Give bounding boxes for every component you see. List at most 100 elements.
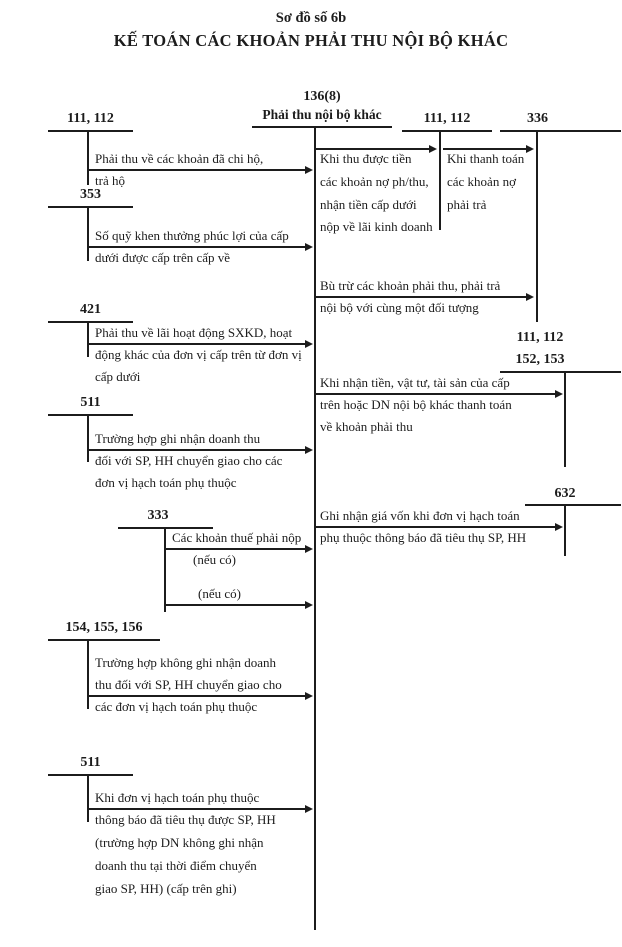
flow-khong-ghi-nhan-line1: Trường hợp không ghi nhận doanh	[95, 655, 277, 670]
account-136-topline	[252, 126, 392, 128]
flow-tieu-thu-line4: doanh thu tại thời điểm chuyển	[95, 858, 257, 873]
account-353-stem	[87, 206, 89, 261]
flow-bu-tru-line1: Bù trừ các khoản phải thu, phải trả	[320, 278, 501, 293]
flow-ghi-nhan-doanh-thu-line1: Trường hợp ghi nhận doanh thu	[95, 431, 261, 446]
account-111-112-right-stem	[439, 130, 441, 230]
flow-quy-khen-thuong-line2: dưới được cấp trên cấp về	[95, 250, 231, 265]
account-136-stem	[314, 126, 316, 930]
flow-khong-ghi-nhan-arrow	[88, 695, 306, 697]
account-333-label: 333	[147, 508, 169, 523]
flow-thu-tien-line1: Khi thu được tiền	[320, 151, 412, 166]
flow-bu-tru-arrow	[316, 296, 527, 298]
account-511a-label: 511	[80, 395, 101, 410]
flow-lai-sxkd-arrow	[88, 343, 306, 345]
flow-thue-phai-nop-line2: (nếu có)	[193, 552, 236, 567]
account-154-155-156-label: 154, 155, 156	[65, 620, 143, 635]
flow-tieu-thu-line2: thông báo đã tiêu thụ được SP, HH	[95, 812, 276, 827]
arrow-right-icon	[305, 692, 313, 700]
flow-lai-sxkd-line2: động khác của đơn vị cấp trên từ đơn vị	[95, 347, 302, 362]
flow-quy-khen-thuong-arrow	[88, 246, 306, 248]
flow-bu-tru-line2: nội bộ với cùng một đối tượng	[320, 300, 479, 315]
account-336-stem	[536, 130, 538, 322]
flow-tieu-thu-line1: Khi đơn vị hạch toán phụ thuộc	[95, 790, 260, 805]
flow-nhan-tien-arrow	[316, 393, 556, 395]
flow-ghi-nhan-doanh-thu-line3: đơn vị hạch toán phụ thuộc	[95, 475, 237, 490]
arrow-right-icon	[305, 601, 313, 609]
account-111-112-right-label: 111, 112	[423, 111, 471, 126]
flow-thanh-toan-line1: Khi thanh toán	[447, 151, 525, 166]
flow-khong-ghi-nhan-line2: thu đối với SP, HH chuyển giao cho	[95, 677, 282, 692]
flow-thue-phai-nop-arrow	[165, 548, 306, 550]
flow-gia-von-arrow	[316, 526, 556, 528]
arrow-right-icon	[305, 545, 313, 553]
flow-thanh-toan-arrow	[443, 148, 527, 150]
flow-thue-phai-nop2-line1: (nếu có)	[198, 586, 241, 601]
arrow-right-icon	[305, 243, 313, 251]
flow-lai-sxkd-line1: Phải thu về lãi hoạt động SXKD, hoạt	[95, 325, 293, 340]
account-154-155-156-stem	[87, 639, 89, 709]
account-421-stem	[87, 321, 89, 357]
arrow-right-icon	[305, 805, 313, 813]
flow-lai-sxkd-line3: cấp dưới	[95, 369, 141, 384]
account-421-topline	[48, 321, 133, 323]
flow-gia-von-line2: phụ thuộc thông báo đã tiêu thụ SP, HH	[320, 530, 527, 545]
flow-nhan-tien-line3: về khoản phải thu	[320, 419, 413, 434]
flow-tieu-thu-line5: giao SP, HH) (cấp trên ghi)	[95, 881, 237, 896]
account-511b-label: 511	[80, 755, 101, 770]
page-title: KẾ TOÁN CÁC KHOẢN PHẢI THU NỘI BỘ KHÁC	[113, 31, 509, 50]
flow-thanh-toan-line3: phải trả	[447, 197, 487, 212]
flow-nhan-tien-line1: Khi nhận tiền, vật tư, tài sản của cấp	[320, 375, 510, 390]
account-152-153-topline	[500, 371, 621, 373]
arrow-right-icon	[429, 145, 437, 153]
account-353-topline	[48, 206, 133, 208]
arrow-right-icon	[555, 523, 563, 531]
account-111-112-left-label: 111, 112	[67, 111, 114, 126]
arrow-right-icon	[305, 446, 313, 454]
account-632-topline	[525, 504, 621, 506]
doc-number: Sơ đồ số 6b	[275, 10, 347, 26]
flow-ghi-nhan-doanh-thu-line2: đối với SP, HH chuyển giao cho các	[95, 453, 283, 468]
flow-tieu-thu-arrow	[88, 808, 306, 810]
account-511b-stem	[87, 774, 89, 822]
account-632-stem	[564, 504, 566, 556]
arrow-right-icon	[305, 340, 313, 348]
flow-tieu-thu-line3: (trường hợp DN không ghi nhận	[95, 835, 264, 850]
account-333-stem	[164, 527, 166, 612]
account-136-code: 136(8)	[303, 89, 341, 104]
arrow-right-icon	[526, 145, 534, 153]
flow-khong-ghi-nhan-line3: các đơn vị hạch toán phụ thuộc	[95, 699, 258, 714]
arrow-right-icon	[555, 390, 563, 398]
flow-chi-ho-arrow	[88, 169, 306, 171]
account-511a-topline	[48, 414, 133, 416]
flow-chi-ho-line2: trả hộ	[95, 173, 125, 188]
flow-thu-tien-line3: nhận tiền cấp dưới	[320, 197, 417, 212]
flow-thue-phai-nop-line1: Các khoản thuế phải nộp	[172, 530, 302, 545]
flow-quy-khen-thuong-line1: Số quỹ khen thưởng phúc lợi của cấp	[95, 228, 289, 243]
flow-thanh-toan-line2: các khoản nợ	[447, 174, 516, 189]
account-511a-stem	[87, 414, 89, 462]
arrow-right-icon	[305, 166, 313, 174]
flow-gia-von-line1: Ghi nhận giá vốn khi đơn vị hạch toán	[320, 508, 520, 523]
flow-thu-tien-line2: các khoản nợ ph/thu,	[320, 174, 429, 189]
account-111-112-right2-label: 111, 112	[516, 330, 564, 345]
account-111-112-left-stem	[87, 130, 89, 185]
account-336-label: 336	[527, 111, 548, 126]
account-632-label: 632	[554, 486, 576, 501]
account-353-label: 353	[80, 187, 101, 202]
account-111-112-left-topline	[48, 130, 133, 132]
flow-nhan-tien-line2: trên hoặc DN nội bộ khác thanh toán	[320, 397, 512, 412]
flow-ghi-nhan-doanh-thu-arrow	[88, 449, 306, 451]
account-111-112-right-topline	[402, 130, 492, 132]
account-136-name: Phải thu nội bộ khác	[262, 107, 382, 122]
account-421-label: 421	[80, 302, 101, 317]
account-152-153-stem	[564, 371, 566, 467]
flow-thu-tien-line4: nộp về lãi kinh doanh	[320, 219, 433, 234]
flow-thue-phai-nop2-arrow	[165, 604, 306, 606]
flow-chi-ho-line1: Phải thu về các khoản đã chi hộ,	[95, 151, 264, 166]
account-152-153-label: 152, 153	[515, 352, 565, 367]
flow-thu-tien-arrow	[316, 148, 430, 150]
account-154-155-156-topline	[48, 639, 160, 641]
account-336-topline	[500, 130, 621, 132]
arrow-right-icon	[526, 293, 534, 301]
